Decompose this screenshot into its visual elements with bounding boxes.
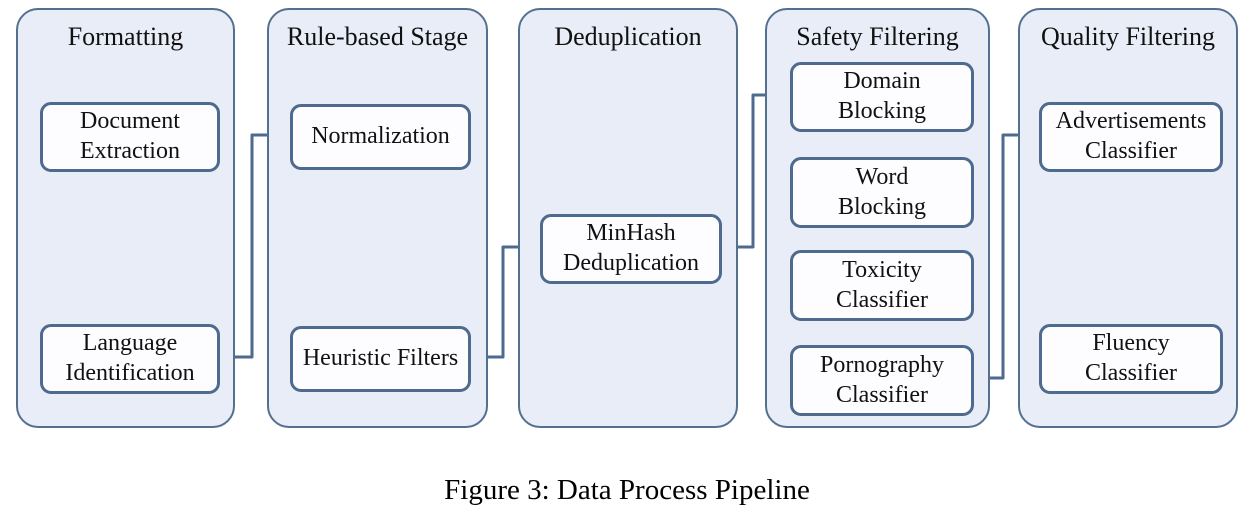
stage-title-quality-filtering: Quality Filtering [1040, 22, 1216, 51]
node-document-extraction: Document Extraction [40, 102, 220, 172]
node-language-identification: Language Identification [40, 324, 220, 394]
node-fluency-classifier: Fluency Classifier [1039, 324, 1223, 394]
stage-title-rule-based: Rule-based Stage [286, 22, 469, 51]
node-normalization: Normalization [290, 104, 471, 170]
node-heuristic-filters: Heuristic Filters [290, 326, 471, 392]
stage-rule-based: Rule-based Stage Normalization Heuristic… [267, 8, 488, 428]
stage-safety-filtering: Safety Filtering Domain Blocking Word Bl… [765, 8, 990, 428]
node-word-blocking: Word Blocking [790, 157, 974, 228]
stage-title-safety-filtering: Safety Filtering [796, 22, 959, 51]
node-minhash-deduplication: MinHash Deduplication [540, 214, 722, 284]
node-advertisements-classifier: Advertisements Classifier [1039, 102, 1223, 172]
node-domain-blocking: Domain Blocking [790, 62, 974, 132]
figure-caption: Figure 3: Data Process Pipeline [444, 474, 810, 506]
stage-formatting: Formatting Document Extraction Language … [16, 8, 235, 428]
stage-title-deduplication: Deduplication [554, 22, 702, 51]
stage-quality-filtering: Quality Filtering Advertisements Classif… [1018, 8, 1238, 428]
node-pornography-classifier: Pornography Classifier [790, 345, 974, 416]
stage-title-formatting: Formatting [67, 22, 184, 51]
node-toxicity-classifier: Toxicity Classifier [790, 250, 974, 321]
stage-deduplication: Deduplication MinHash Deduplication [518, 8, 738, 428]
